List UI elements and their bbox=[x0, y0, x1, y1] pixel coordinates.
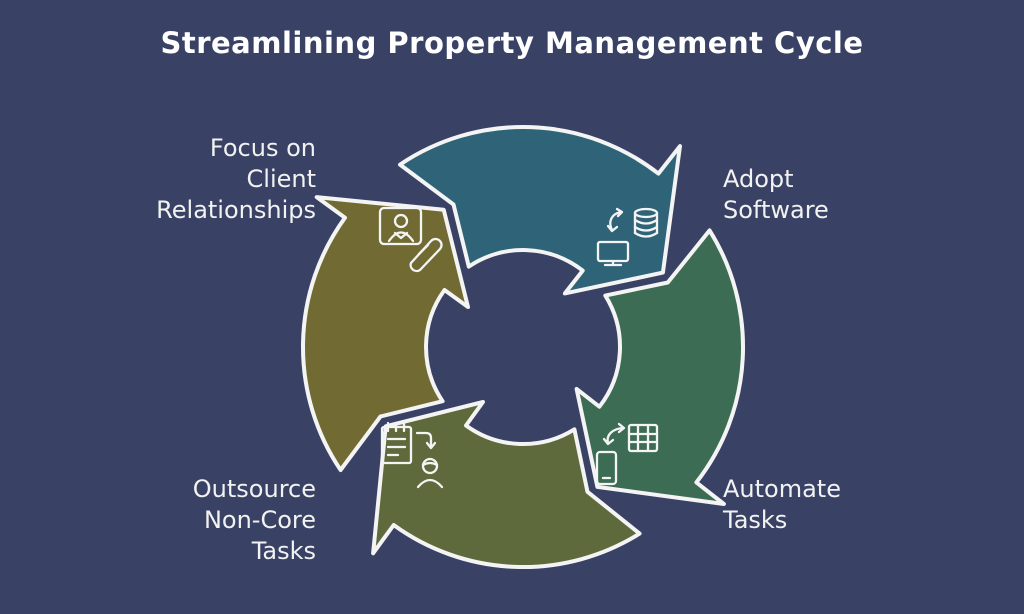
label-line: Tasks bbox=[723, 506, 788, 534]
cycle-arrow-automate-tasks bbox=[574, 228, 746, 506]
label-line: Client bbox=[246, 165, 316, 193]
label-focus-on-client-relationships: Focus on Client Relationships bbox=[100, 133, 316, 226]
label-adopt-software: Adopt Software bbox=[723, 164, 943, 226]
client-contact-icon bbox=[378, 206, 443, 273]
label-line: Outsource bbox=[192, 475, 316, 503]
label-line: Automate bbox=[723, 475, 841, 503]
label-outsource-non-core-tasks: Outsource Non-Core Tasks bbox=[100, 474, 316, 567]
mobile-spreadsheet-icon bbox=[595, 422, 659, 486]
cycle-arrow-focus-on-client-relationships bbox=[301, 195, 470, 472]
label-automate-tasks: Automate Tasks bbox=[723, 474, 943, 536]
clipboard-person-icon bbox=[380, 421, 444, 489]
label-line: Focus on bbox=[209, 134, 316, 162]
diagram-title: Streamlining Property Management Cycle bbox=[160, 26, 864, 60]
label-line: Software bbox=[723, 196, 829, 224]
label-line: Tasks bbox=[251, 537, 316, 565]
software-database-icon bbox=[596, 207, 659, 267]
label-line: Adopt bbox=[723, 165, 794, 193]
cycle-arrow-outsource-non-core-tasks bbox=[371, 400, 642, 569]
label-line: Relationships bbox=[156, 196, 316, 224]
cycle-arrow-adopt-software bbox=[398, 125, 682, 296]
label-line: Non-Core bbox=[203, 506, 316, 534]
